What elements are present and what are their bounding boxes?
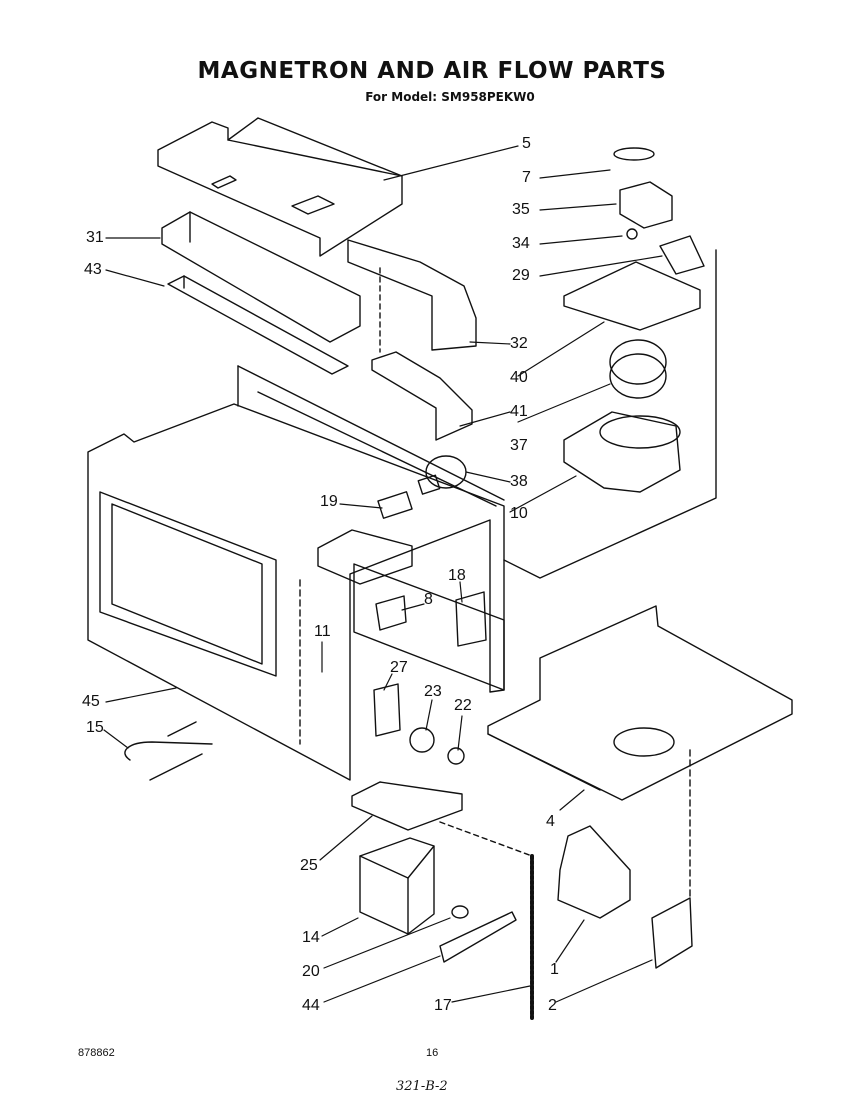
part-label-41: 41 — [510, 403, 528, 420]
part-label-44: 44 — [302, 997, 320, 1014]
fan-assembly — [503, 147, 717, 579]
model-subtitle: For Model: SM958PEKW0 — [365, 90, 535, 104]
part-label-38: 38 — [510, 473, 528, 490]
part-label-23: 23 — [424, 683, 442, 700]
part-label-1: 1 — [550, 961, 559, 978]
part-label-10: 10 — [510, 505, 528, 522]
lamp-part — [377, 455, 467, 519]
part-label-35: 35 — [512, 201, 530, 218]
part-label-45: 45 — [82, 693, 100, 710]
part-label-27: 27 — [390, 659, 408, 676]
part-label-20: 20 — [302, 963, 320, 980]
handwritten-code: 321-B-2 — [396, 1079, 448, 1094]
part-label-29: 29 — [512, 267, 530, 284]
part-label-34: 34 — [512, 235, 530, 252]
part-label-43: 43 — [84, 261, 102, 278]
rear-rail-part — [161, 211, 361, 375]
part-label-17: 17 — [434, 997, 452, 1014]
part-label-7: 7 — [522, 169, 531, 186]
part-label-31: 31 — [86, 229, 104, 246]
part-label-5: 5 — [522, 135, 531, 152]
document-number: 878862 — [78, 1047, 115, 1059]
part-label-11: 11 — [314, 623, 331, 640]
part-label-2: 2 — [548, 997, 557, 1014]
thermal-fuse-part — [124, 721, 213, 781]
part-label-8: 8 — [424, 591, 433, 608]
leader-lines — [103, 145, 663, 1003]
part-label-19: 19 — [320, 493, 338, 510]
magnetron-part — [351, 781, 534, 1020]
part-label-40: 40 — [510, 369, 528, 386]
page-title: MAGNETRON AND AIR FLOW PARTS — [197, 58, 667, 84]
part-label-32: 32 — [510, 335, 528, 352]
floor-panel-part — [487, 605, 793, 801]
part-label-4: 4 — [546, 813, 555, 830]
control-parts — [317, 529, 487, 765]
part-label-37: 37 — [510, 437, 528, 454]
page-number: 16 — [426, 1047, 439, 1059]
air-guide-part — [347, 239, 477, 441]
part-label-14: 14 — [302, 929, 320, 946]
part-label-15: 15 — [86, 719, 104, 736]
part-label-18: 18 — [448, 567, 466, 584]
cavity-frame — [87, 365, 505, 781]
part-label-25: 25 — [300, 857, 318, 874]
air-duct-part — [557, 749, 693, 969]
top-cover-part — [157, 117, 403, 257]
part-label-22: 22 — [454, 697, 472, 714]
